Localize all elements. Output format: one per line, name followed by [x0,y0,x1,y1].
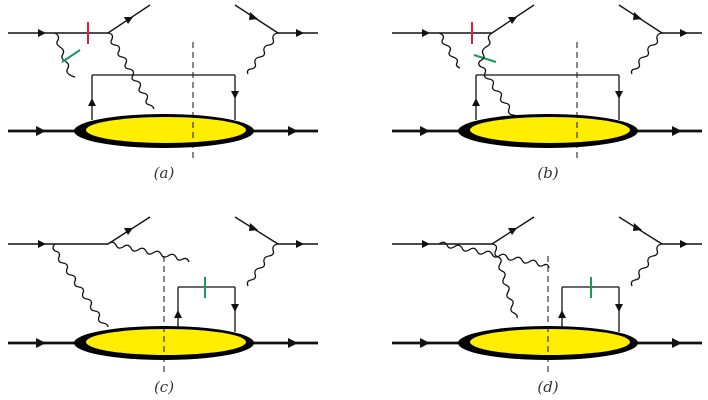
photon-line [630,243,663,287]
arrow-icon [633,223,642,231]
arrow-icon [288,338,298,348]
arrow-icon [296,240,304,248]
photon-line [107,241,190,263]
arrow-icon [38,29,46,37]
panel-b: (b) [392,4,702,182]
arrow-icon [558,310,566,318]
arrow-icon [88,98,96,106]
arrow-icon [249,223,258,231]
arrow-icon [615,304,623,312]
photon-line [438,241,550,269]
photon-line [54,32,76,78]
hadron-blob-fill [86,117,246,143]
hadron-blob-fill [470,329,630,355]
panel-caption: (c) [154,378,174,396]
panel-a: (a) [8,4,318,182]
cut-mark-green [61,49,81,63]
arrow-icon [124,228,133,235]
arrow-icon [472,98,480,106]
arrow-icon [508,228,517,235]
arrow-icon [288,126,298,136]
panel-caption: (d) [537,378,558,396]
arrow-icon [420,126,430,136]
arrow-icon [231,304,239,312]
arrow-icon [36,126,46,136]
arrow-icon [615,91,623,99]
arrow-icon [422,240,430,248]
right-lepton-in [618,216,663,245]
arrow-icon [633,12,642,20]
arrow-icon [680,240,688,248]
hadron-blob-fill [86,329,246,355]
arrow-icon [422,29,430,37]
photon-line [438,32,461,69]
photon-line [491,243,518,319]
arrow-icon [174,310,182,318]
arrow-icon [680,29,688,37]
photon-line [630,32,663,75]
arrow-icon [38,240,46,248]
photon-line [246,32,279,75]
photon-line [107,32,155,110]
arrow-icon [36,338,46,348]
arrow-icon [672,338,682,348]
panel-c: (c) [8,216,318,396]
right-lepton-in [234,216,279,245]
panel-caption: (b) [537,164,558,182]
photon-line [478,32,519,120]
photon-line [52,243,109,328]
arrow-icon [508,17,517,24]
arrow-icon [231,91,239,99]
arrow-icon [672,126,682,136]
panel-d: (d) [392,216,702,396]
hadron-blob-fill [470,117,630,143]
arrow-icon [420,338,430,348]
cut-mark-green [473,54,497,63]
arrow-icon [296,29,304,37]
arrow-icon [124,17,133,24]
panel-caption: (a) [154,164,175,182]
arrow-icon [249,12,258,20]
photon-line [246,243,279,287]
